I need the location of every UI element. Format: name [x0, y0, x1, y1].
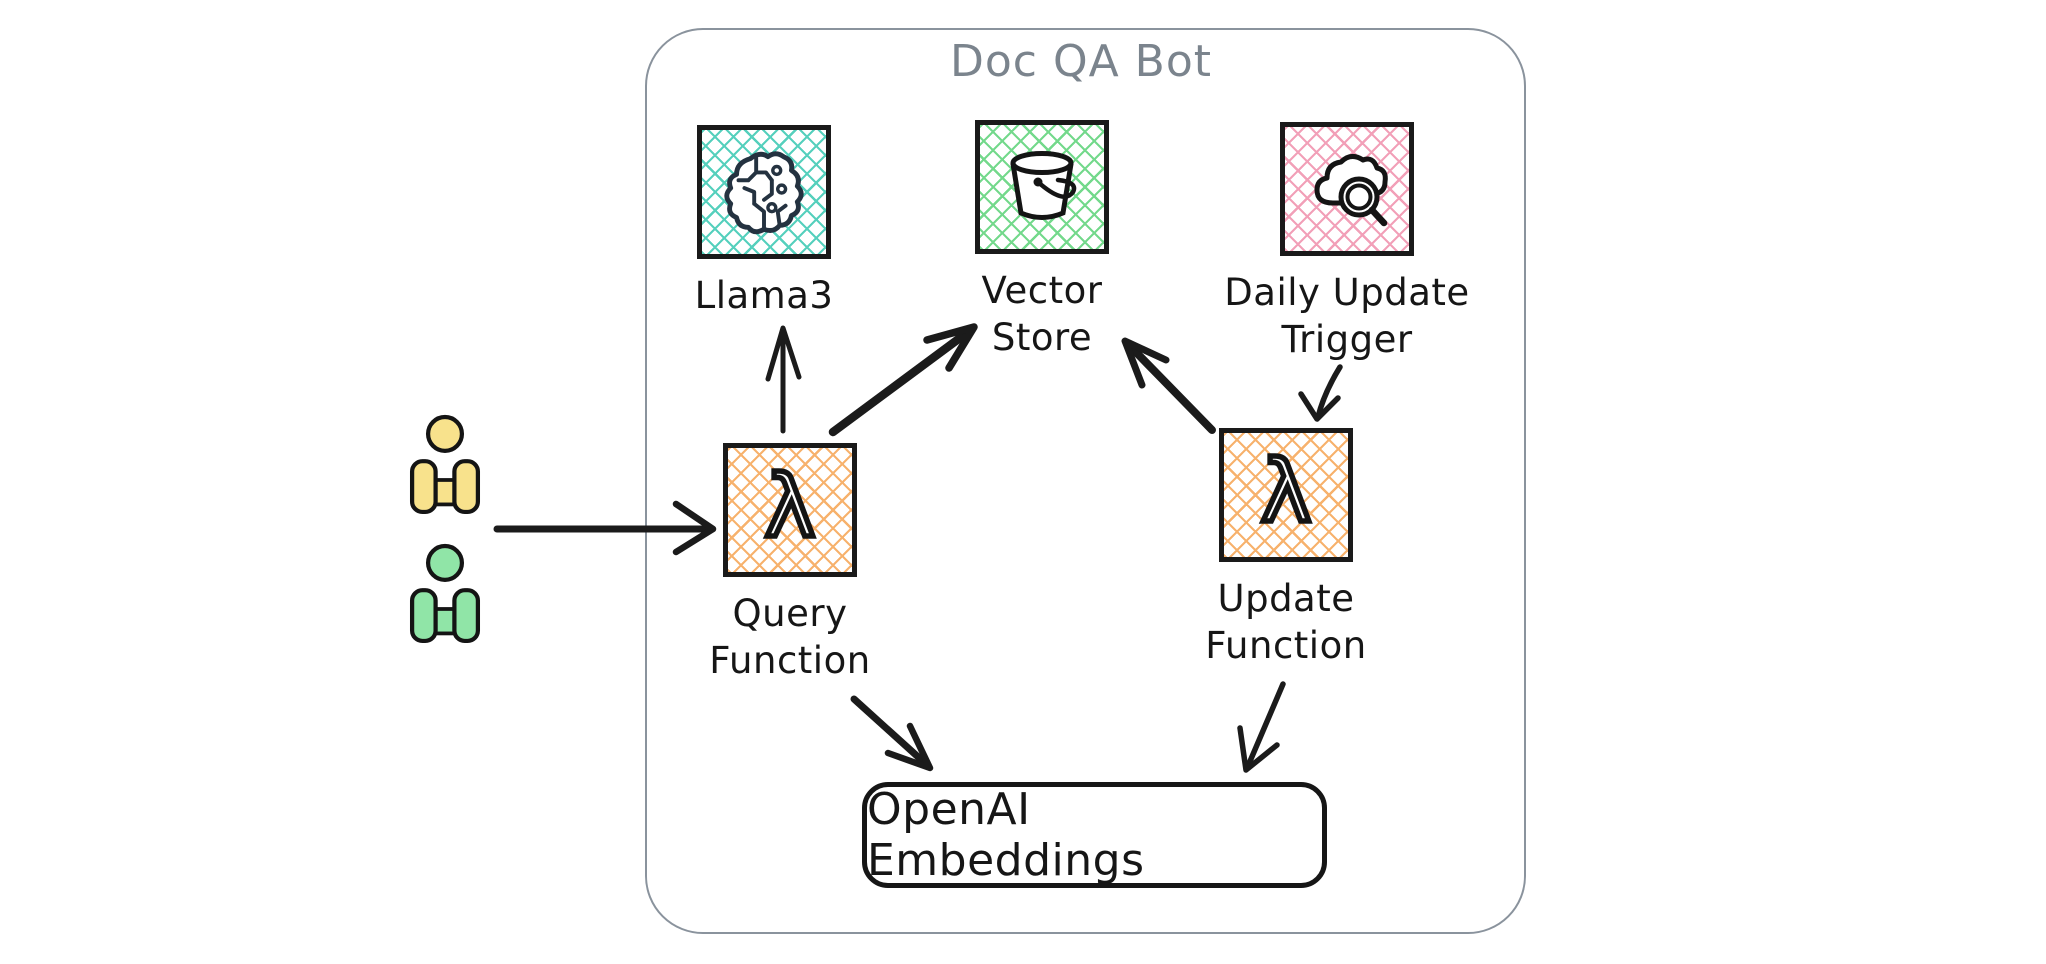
node-query-function: λ Query Function	[670, 443, 910, 685]
update-function-box: λ	[1219, 428, 1353, 562]
daily-update-trigger-box	[1280, 122, 1414, 256]
arrow-update-function-to-openai-embeddings	[1237, 681, 1286, 773]
arrow-query-function-to-llama3	[765, 325, 802, 434]
lambda-glyph: λ	[1261, 445, 1312, 542]
lambda-icon: λ	[1258, 445, 1314, 545]
llama3-label: Llama3	[694, 274, 834, 317]
openai-embeddings-label: OpenAI Embeddings	[867, 784, 1145, 886]
bucket-icon	[1010, 151, 1077, 220]
arrow-update-function-to-vector-store	[1121, 337, 1216, 434]
green-user-icon	[398, 541, 492, 645]
arrow-users-to-query-function	[493, 500, 717, 556]
arrow-query-function-to-vector-store	[828, 323, 978, 437]
vector-store-label: Vector Store	[981, 269, 1103, 360]
doc-qa-bot-container	[645, 28, 1526, 934]
node-vector-store: Vector Store	[922, 120, 1162, 362]
yellow-user-icon	[398, 412, 492, 516]
lambda-icon: λ	[762, 460, 818, 560]
person-icon	[409, 543, 481, 644]
node-update-function: λ Update Function	[1166, 428, 1406, 670]
arrow-query-function-to-openai-embeddings	[850, 695, 934, 772]
node-openai-embeddings: OpenAI Embeddings	[862, 782, 1327, 888]
cloud-search-icon	[1314, 154, 1388, 227]
person-icon	[409, 414, 481, 515]
query-function-box: λ	[723, 443, 857, 577]
llama3-box	[697, 125, 831, 259]
lambda-glyph: λ	[765, 460, 816, 557]
node-llama3: Llama3	[644, 125, 884, 319]
container-title: Doc QA Bot	[949, 36, 1213, 87]
query-function-label: Query Function	[709, 592, 871, 683]
daily-update-trigger-label: Daily Update Trigger	[1224, 271, 1470, 362]
update-function-label: Update Function	[1205, 577, 1367, 668]
ai-brain-icon	[724, 151, 804, 235]
node-daily-update-trigger: Daily Update Trigger	[1187, 122, 1507, 364]
arrow-daily-update-trigger-to-update-function	[1298, 364, 1343, 422]
vector-store-box	[975, 120, 1109, 254]
